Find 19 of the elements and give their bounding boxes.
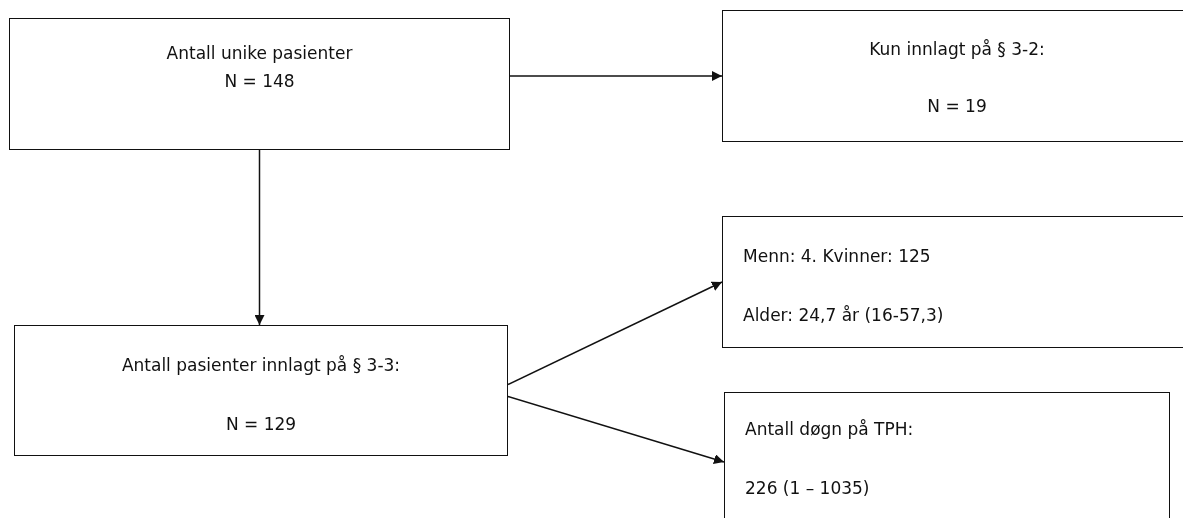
box-text: Antall døgn på TPH: — [745, 419, 914, 439]
box-text: N = 148 — [224, 71, 295, 91]
box-text: Antall unike pasienter — [166, 43, 353, 63]
box-text: Antall pasienter innlagt på § 3-3: — [121, 355, 401, 375]
arrow — [507, 395, 725, 464]
box-text: Menn: 4. Kvinner: 125 — [743, 246, 931, 266]
process-box — [722, 216, 1183, 348]
process-box — [9, 18, 510, 150]
box-text: 226 (1 – 1035) — [745, 478, 870, 498]
process-box — [14, 325, 508, 456]
process-box — [724, 392, 1170, 518]
arrow — [507, 281, 723, 386]
box-text: N = 19 — [927, 96, 987, 116]
arrow — [509, 71, 723, 81]
box-text: N = 129 — [225, 414, 297, 434]
process-box — [722, 10, 1183, 142]
box-text: Alder: 24,7 år (16-57,3) — [743, 305, 944, 325]
box-text: Kun innlagt på § 3-2: — [869, 39, 1045, 59]
arrow — [254, 149, 265, 326]
